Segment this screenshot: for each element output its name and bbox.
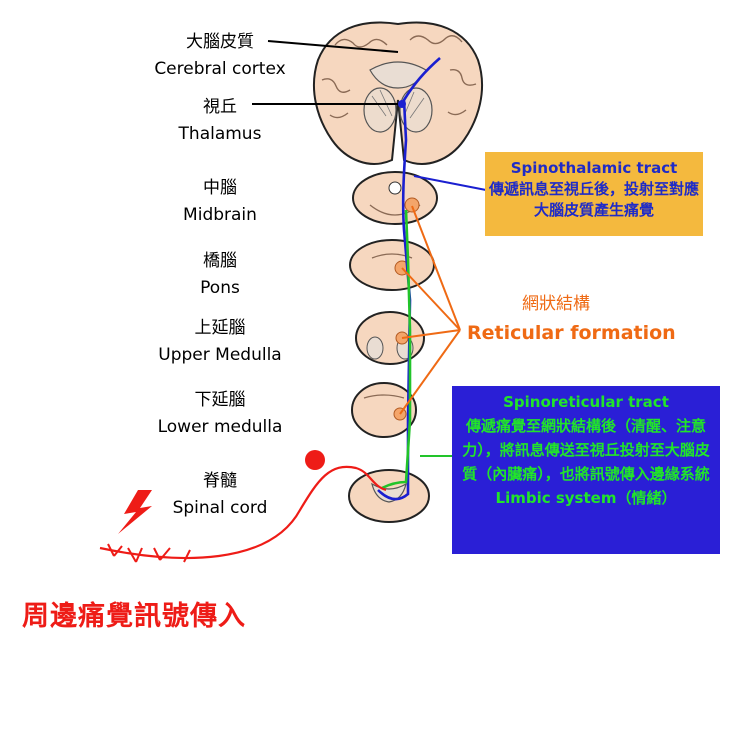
label-spinal-cord-en: Spinal cord — [172, 498, 268, 518]
label-cerebral-cortex-zh: 大腦皮質 — [186, 32, 254, 52]
midbrain-section — [352, 171, 438, 225]
label-pons: 橋腦 Pons — [105, 251, 335, 298]
label-cerebral-cortex: 大腦皮質 Cerebral cortex — [105, 32, 335, 79]
label-spinal-cord: 脊髓 Spinal cord — [105, 471, 335, 518]
label-pons-zh: 橋腦 — [203, 251, 237, 271]
label-lower-medulla-en: Lower medulla — [157, 417, 283, 437]
label-thalamus: 視丘 Thalamus — [105, 97, 335, 144]
upper-medulla-section — [355, 311, 425, 365]
label-midbrain-zh: 中腦 — [203, 178, 237, 198]
peripheral-pain-input-label: 周邊痛覺訊號傳入 — [22, 601, 246, 632]
spinoreticular-description: 傳遞痛覺至網狀結構後（清醒、注意力），將訊息傳送至視丘投射至大腦皮質（內臟痛），… — [462, 417, 710, 507]
label-midbrain-en: Midbrain — [183, 205, 257, 225]
spinothalamic-title: Spinothalamic tract — [510, 159, 678, 177]
reticular-formation-en: Reticular formation — [467, 322, 676, 344]
spinothalamic-description: 傳遞訊息至視丘後，投射至對應大腦皮質產生痛覺 — [488, 180, 699, 219]
reticular-formation-zh: 網狀結構 — [522, 294, 590, 314]
spinothalamic-pointer-line — [413, 175, 487, 191]
label-midbrain: 中腦 Midbrain — [105, 178, 335, 225]
spinothalamic-tract-box: Spinothalamic tract 傳遞訊息至視丘後，投射至對應大腦皮質產生… — [485, 152, 703, 236]
dorsal-root-ganglion — [305, 450, 325, 470]
label-thalamus-en: Thalamus — [178, 124, 262, 144]
label-lower-medulla-zh: 下延腦 — [194, 390, 246, 410]
spinoreticular-title: Spinoreticular tract — [503, 393, 669, 411]
thalamus-relay-dot — [398, 100, 406, 108]
lower-medulla-section — [351, 382, 417, 438]
cerebrum-section — [312, 21, 484, 165]
reticular-pointer-lines — [399, 205, 461, 415]
label-pons-en: Pons — [200, 278, 240, 298]
label-upper-medulla-en: Upper Medulla — [158, 345, 282, 365]
pons-section — [349, 239, 435, 291]
spinoreticular-tract-path — [381, 209, 412, 490]
label-spinal-cord-zh: 脊髓 — [203, 471, 237, 491]
spinal-cord-section — [348, 469, 430, 523]
cortex-pointer-line — [267, 40, 399, 53]
label-lower-medulla: 下延腦 Lower medulla — [105, 390, 335, 437]
label-thalamus-zh: 視丘 — [203, 97, 237, 117]
spinoreticular-tract-box: Spinoreticular tract 傳遞痛覺至網狀結構後（清醒、注意力），… — [452, 386, 720, 554]
nerve-ending-icon — [107, 543, 191, 563]
label-upper-medulla-zh: 上延腦 — [194, 318, 246, 338]
label-cerebral-cortex-en: Cerebral cortex — [154, 59, 286, 79]
spinothalamic-tract-path — [377, 57, 441, 501]
label-upper-medulla: 上延腦 Upper Medulla — [105, 318, 335, 365]
pain-lightning-icon — [118, 490, 152, 534]
